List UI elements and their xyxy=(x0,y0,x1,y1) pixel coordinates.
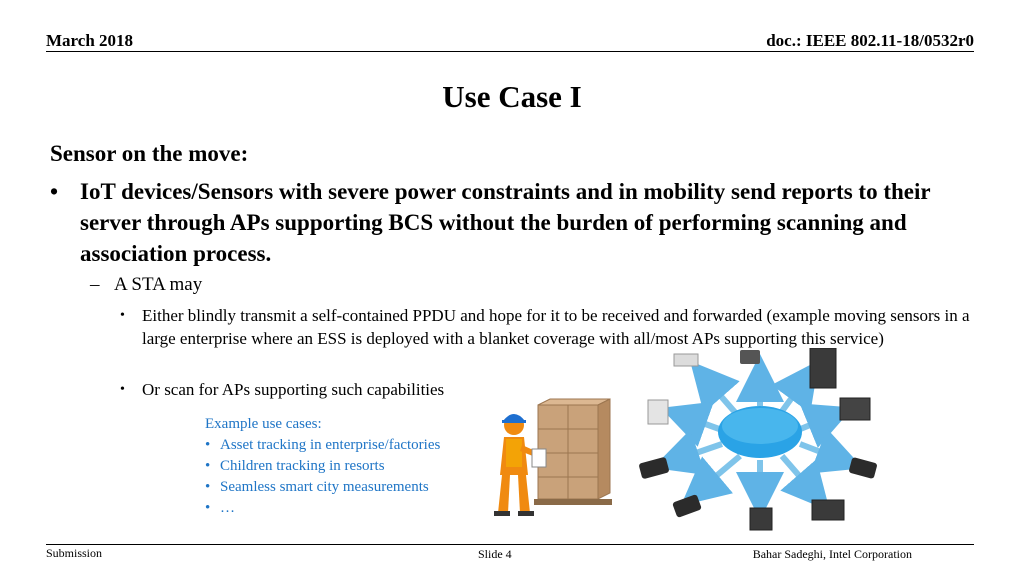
header-divider xyxy=(46,51,974,52)
footer-divider xyxy=(46,544,974,545)
list-item: •Seamless smart city measurements xyxy=(205,479,429,495)
sub-sub-bullet: • Either blindly transmit a self-contain… xyxy=(120,304,970,350)
sub-sub-bullet-text: Either blindly transmit a self-contained… xyxy=(142,306,970,348)
list-item: •… xyxy=(205,500,235,516)
slide-title: Use Case I xyxy=(442,79,582,114)
list-item: •Asset tracking in enterprise/factories xyxy=(205,437,441,453)
bullet-dot: • xyxy=(50,179,59,204)
example-use-cases: Example use cases: •Asset tracking in en… xyxy=(205,414,440,519)
footer-slide-number: Slide 4 xyxy=(478,547,512,561)
sub-bullet-text: A STA may xyxy=(114,274,203,295)
sub-bullet: –A STA may xyxy=(90,274,202,296)
sub-sub-bullet-text: Or scan for APs supporting such capabili… xyxy=(142,380,445,399)
list-item: •Children tracking in resorts xyxy=(205,458,385,474)
sub-sub-bullet: • Or scan for APs supporting such capabi… xyxy=(120,378,970,401)
main-bullet-text: IoT devices/Sensors with severe power co… xyxy=(80,179,931,266)
worker-with-boxes-icon xyxy=(494,398,612,516)
dash-marker: – xyxy=(90,274,100,295)
network-hub-icon xyxy=(612,348,910,534)
header-doc-id: doc.: IEEE 802.11-18/0532r0 xyxy=(766,31,974,50)
example-title: Example use cases: xyxy=(205,416,322,432)
main-bullet: • IoT devices/Sensors with severe power … xyxy=(50,176,950,269)
footer-submission: Submission xyxy=(46,546,103,560)
bullet-dot: • xyxy=(120,308,125,323)
header-date: March 2018 xyxy=(46,31,134,50)
subheading: Sensor on the move: xyxy=(50,141,249,166)
bullet-dot: • xyxy=(120,382,125,397)
footer-author: Bahar Sadeghi, Intel Corporation xyxy=(752,547,912,561)
